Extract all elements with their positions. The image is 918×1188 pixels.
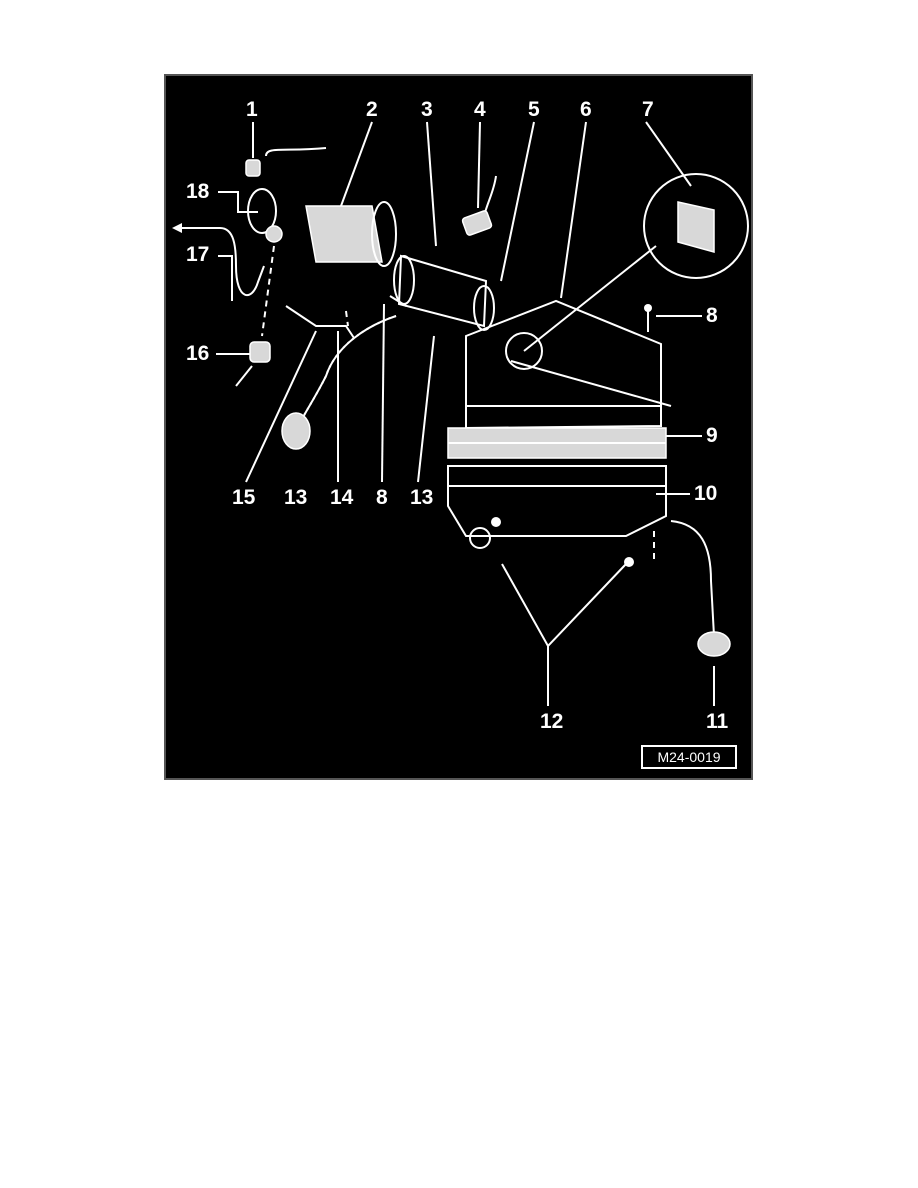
- callout-3: 3: [421, 98, 433, 121]
- part-12-grommet-b: [624, 557, 634, 567]
- leader-6: [560, 121, 587, 299]
- part-15-bracket: [285, 305, 355, 339]
- callout-13-right: 13: [410, 486, 433, 509]
- part-4-wire: [483, 175, 497, 217]
- part-17-arrow-icon: [172, 223, 182, 233]
- part-12-grommet-a: [491, 517, 501, 527]
- part-6-housing-lid: [465, 299, 662, 430]
- part-3-inlet-ring: [393, 255, 415, 305]
- callout-4: 4: [474, 98, 486, 121]
- part-8-bolt-head-top: [644, 304, 652, 312]
- part-14-hose-ribs: [300, 315, 397, 422]
- callout-1: 1: [246, 98, 258, 121]
- part-18-sensor: [265, 225, 283, 243]
- callout-7: 7: [642, 98, 654, 121]
- part-11-duct-opening: [697, 631, 731, 657]
- callout-6: 6: [580, 98, 592, 121]
- callout-17: 17: [186, 243, 209, 266]
- part-1-valve: [245, 159, 261, 177]
- part-10-mount: [469, 527, 491, 549]
- diagram-canvas: 1 2 3 4 5 6 7 18 17 16 8 9 10 15 13 14 8…: [172, 98, 749, 769]
- callout-8-top: 8: [706, 304, 718, 327]
- callout-15: 15: [232, 486, 256, 509]
- part-3-maf-housing: [397, 254, 488, 328]
- part-16-arrow-line: [235, 365, 253, 387]
- callout-18: 18: [186, 180, 210, 203]
- part-6-detail-line-a: [523, 245, 657, 352]
- leader-2: [340, 121, 373, 207]
- part-1-hose: [265, 147, 327, 157]
- callout-8-bottom: 8: [376, 486, 388, 509]
- callout-13-left: 13: [284, 486, 307, 509]
- part-10-housing-lower: [447, 465, 667, 537]
- part-2-intake-boot: [305, 205, 383, 263]
- part-2-clamp: [371, 201, 397, 267]
- part-4-connector: [461, 210, 493, 236]
- leader-5: [500, 121, 535, 282]
- callout-5: 5: [528, 98, 540, 121]
- part-7-magnified-detail: [643, 173, 749, 279]
- part-11-intake-duct: [670, 520, 715, 637]
- callout-9: 9: [706, 424, 718, 447]
- part-15-dashed-line: [261, 245, 275, 337]
- part-6-detail-line-b: [510, 360, 672, 407]
- leader-13-right: [417, 335, 435, 483]
- part-7-sleeve: [677, 201, 715, 253]
- leader-8-bottom: [381, 303, 385, 483]
- callout-10: 10: [694, 482, 717, 505]
- callout-14: 14: [330, 486, 354, 509]
- leader-12: [501, 563, 627, 648]
- part-16-clamp: [249, 341, 271, 363]
- part-8-bolt-bottom: [389, 295, 407, 307]
- reference-code-box: [641, 745, 737, 769]
- leader-4: [477, 121, 481, 209]
- part-6-detail-circle: [505, 332, 543, 370]
- leader-15: [245, 330, 317, 483]
- leader-7: [645, 121, 692, 187]
- leader-17: [218, 255, 233, 301]
- exploded-view-diagram: 1 2 3 4 5 6 7 18 17 16 8 9 10 15 13 14 8…: [164, 74, 753, 780]
- part-18-throttle-body: [247, 188, 277, 234]
- reference-code: M24-0019: [657, 749, 720, 765]
- callout-16: 16: [186, 342, 209, 365]
- callout-12: 12: [540, 710, 563, 733]
- callout-11: 11: [706, 710, 729, 733]
- part-13-hose-end: [281, 412, 311, 450]
- part-17-hose: [180, 227, 265, 297]
- leader-3: [426, 121, 437, 247]
- callout-2: 2: [366, 98, 378, 121]
- part-14-dashed-line: [345, 310, 349, 327]
